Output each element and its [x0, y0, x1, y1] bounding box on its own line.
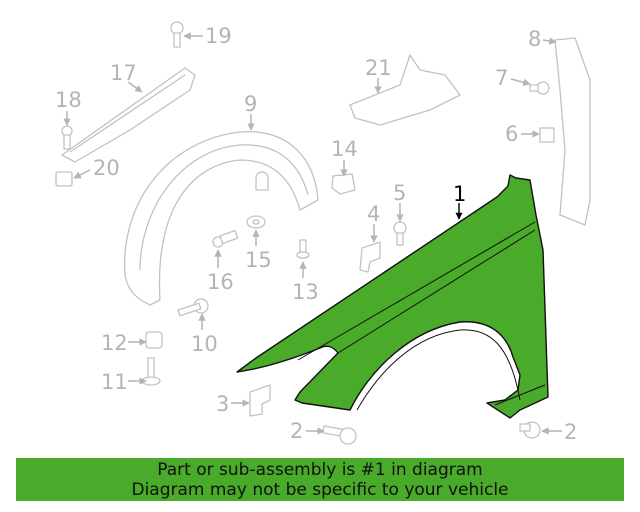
callout-9[interactable]: 9: [244, 92, 257, 131]
part-15-washer[interactable]: [246, 215, 266, 229]
svg-text:4: 4: [367, 202, 380, 226]
svg-text:18: 18: [55, 88, 82, 112]
svg-text:19: 19: [205, 24, 232, 48]
svg-text:5: 5: [393, 181, 406, 205]
svg-text:12: 12: [101, 331, 128, 355]
callout-2-right[interactable]: 2: [541, 420, 577, 444]
callout-5[interactable]: 5: [393, 181, 406, 222]
callout-13[interactable]: 13: [292, 261, 319, 304]
callout-1[interactable]: 1: [453, 182, 466, 220]
banner-line-2: Diagram may not be specific to your vehi…: [131, 480, 509, 500]
svg-text:14: 14: [331, 137, 358, 161]
part-14-nut[interactable]: [331, 173, 356, 195]
banner-line-1: Part or sub-assembly is #1 in diagram: [157, 460, 483, 480]
part-3-clip[interactable]: [249, 384, 271, 417]
part-13-stud[interactable]: [296, 239, 310, 259]
svg-text:2: 2: [564, 420, 577, 444]
part-5-screw[interactable]: [393, 221, 407, 246]
svg-text:17: 17: [110, 61, 137, 85]
part-20-clip[interactable]: [55, 171, 73, 187]
part-17-bracket[interactable]: [61, 67, 196, 163]
svg-text:3: 3: [216, 392, 229, 416]
svg-text:11: 11: [101, 370, 128, 394]
callout-20[interactable]: 20: [73, 156, 120, 180]
callout-14[interactable]: 14: [331, 137, 358, 177]
svg-text:8: 8: [528, 27, 541, 51]
callout-17[interactable]: 17: [110, 61, 143, 93]
callout-8[interactable]: 8: [528, 27, 557, 51]
part-19-bolt[interactable]: [170, 21, 184, 48]
callout-7[interactable]: 7: [495, 66, 531, 90]
callout-11[interactable]: 11: [101, 370, 147, 394]
svg-text:10: 10: [191, 332, 218, 356]
svg-text:9: 9: [244, 92, 257, 116]
callout-3[interactable]: 3: [216, 392, 250, 416]
svg-text:6: 6: [505, 122, 518, 146]
svg-text:21: 21: [365, 56, 392, 80]
part-2-bolt-right[interactable]: [519, 421, 541, 439]
svg-text:1: 1: [453, 182, 466, 206]
svg-text:15: 15: [245, 248, 272, 272]
part-2-bolt-left[interactable]: [322, 425, 357, 445]
callout-4[interactable]: 4: [367, 202, 380, 243]
diagram-notice-banner: Part or sub-assembly is #1 in diagram Di…: [16, 458, 624, 501]
svg-text:20: 20: [93, 156, 120, 180]
part-12-nut[interactable]: [145, 331, 163, 349]
callout-15[interactable]: 15: [245, 229, 272, 272]
part-16-pin[interactable]: [212, 229, 239, 248]
callout-2-left[interactable]: 2: [290, 419, 325, 443]
part-1-fender[interactable]: [236, 174, 549, 419]
svg-text:7: 7: [495, 66, 508, 90]
callout-18[interactable]: 18: [55, 88, 82, 126]
callout-10[interactable]: 10: [191, 313, 218, 356]
part-18-bolt[interactable]: [61, 125, 73, 150]
part-4-clip[interactable]: [359, 241, 381, 273]
callout-19[interactable]: 19: [183, 24, 232, 48]
callout-21[interactable]: 21: [365, 56, 392, 94]
callout-12[interactable]: 12: [101, 331, 147, 355]
part-9-splash-shield[interactable]: [124, 131, 319, 306]
part-10-bolt[interactable]: [177, 298, 209, 317]
svg-text:13: 13: [292, 280, 319, 304]
part-6-clip[interactable]: [539, 127, 555, 143]
part-21-bracket[interactable]: [349, 54, 461, 126]
part-8-brace[interactable]: [554, 37, 591, 226]
part-7-bolt[interactable]: [529, 81, 550, 95]
svg-text:2: 2: [290, 419, 303, 443]
svg-text:16: 16: [207, 270, 234, 294]
callout-16[interactable]: 16: [207, 249, 234, 294]
callout-6[interactable]: 6: [505, 122, 540, 146]
